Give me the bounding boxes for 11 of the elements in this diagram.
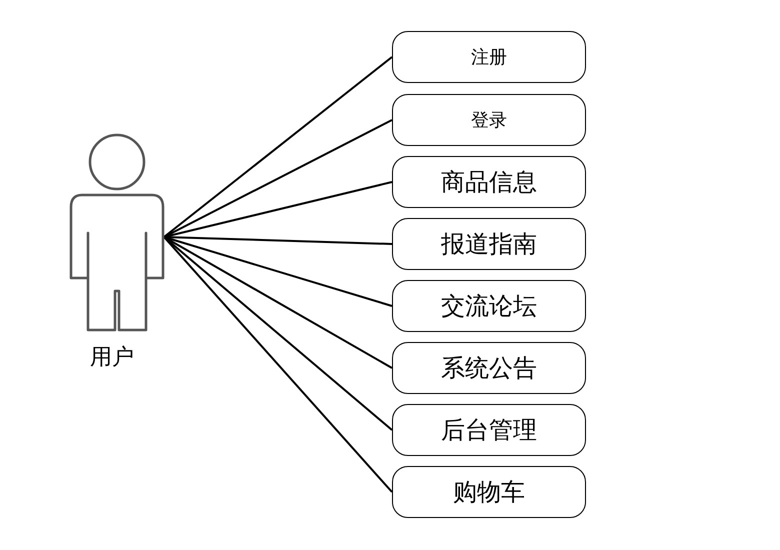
use-case-box: 登录 xyxy=(392,94,586,146)
connector-line xyxy=(163,56,393,238)
use-case-box: 后台管理 xyxy=(392,404,586,456)
use-case-box: 注册 xyxy=(392,31,586,83)
actor-label: 用户 xyxy=(90,344,134,372)
use-case-box: 购物车 xyxy=(392,466,586,518)
use-case-box: 报道指南 xyxy=(392,218,586,270)
use-case-box: 商品信息 xyxy=(392,156,586,208)
use-case-box: 交流论坛 xyxy=(392,280,586,332)
connector-line xyxy=(163,236,393,493)
use-case-box: 系统公告 xyxy=(392,342,586,394)
